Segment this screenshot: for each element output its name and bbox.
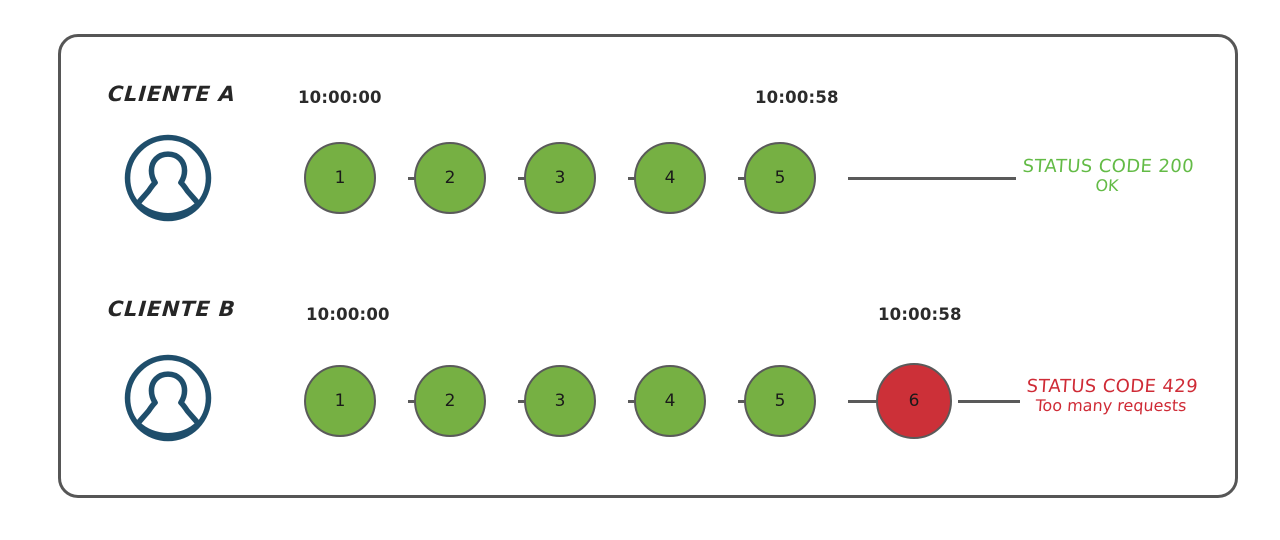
status-code-line: STATUS CODE 200 (1021, 156, 1195, 177)
request-node[interactable]: 2 (414, 142, 486, 214)
client-a-status: STATUS CODE 200 OK (1021, 156, 1195, 196)
connector-b-5 (848, 400, 888, 403)
status-message-line: OK (1094, 176, 1120, 196)
user-avatar-icon (122, 352, 214, 444)
status-message-line: Too many requests (1034, 396, 1188, 416)
request-node[interactable]: 3 (524, 365, 596, 437)
request-node[interactable]: 1 (304, 142, 376, 214)
request-node[interactable]: 1 (304, 365, 376, 437)
client-b-label: CLIENTE B (107, 297, 237, 321)
request-node[interactable]: 5 (744, 142, 816, 214)
client-b-end-time: 10:00:58 (878, 305, 962, 324)
user-avatar-icon (122, 132, 214, 224)
status-code-line: STATUS CODE 429 (1025, 376, 1199, 397)
client-b-start-time: 10:00:00 (306, 305, 390, 324)
request-node-rejected[interactable]: 6 (876, 363, 952, 439)
request-node[interactable]: 4 (634, 142, 706, 214)
request-node[interactable]: 5 (744, 365, 816, 437)
client-a-start-time: 10:00:00 (298, 88, 382, 107)
request-node[interactable]: 2 (414, 365, 486, 437)
connector-a-status (848, 177, 1016, 180)
client-b-status: STATUS CODE 429 Too many requests (1025, 376, 1199, 416)
request-node[interactable]: 4 (634, 365, 706, 437)
request-node[interactable]: 3 (524, 142, 596, 214)
connector-b-status (958, 400, 1020, 403)
client-a-label: CLIENTE A (107, 82, 237, 106)
client-a-end-time: 10:00:58 (755, 88, 839, 107)
